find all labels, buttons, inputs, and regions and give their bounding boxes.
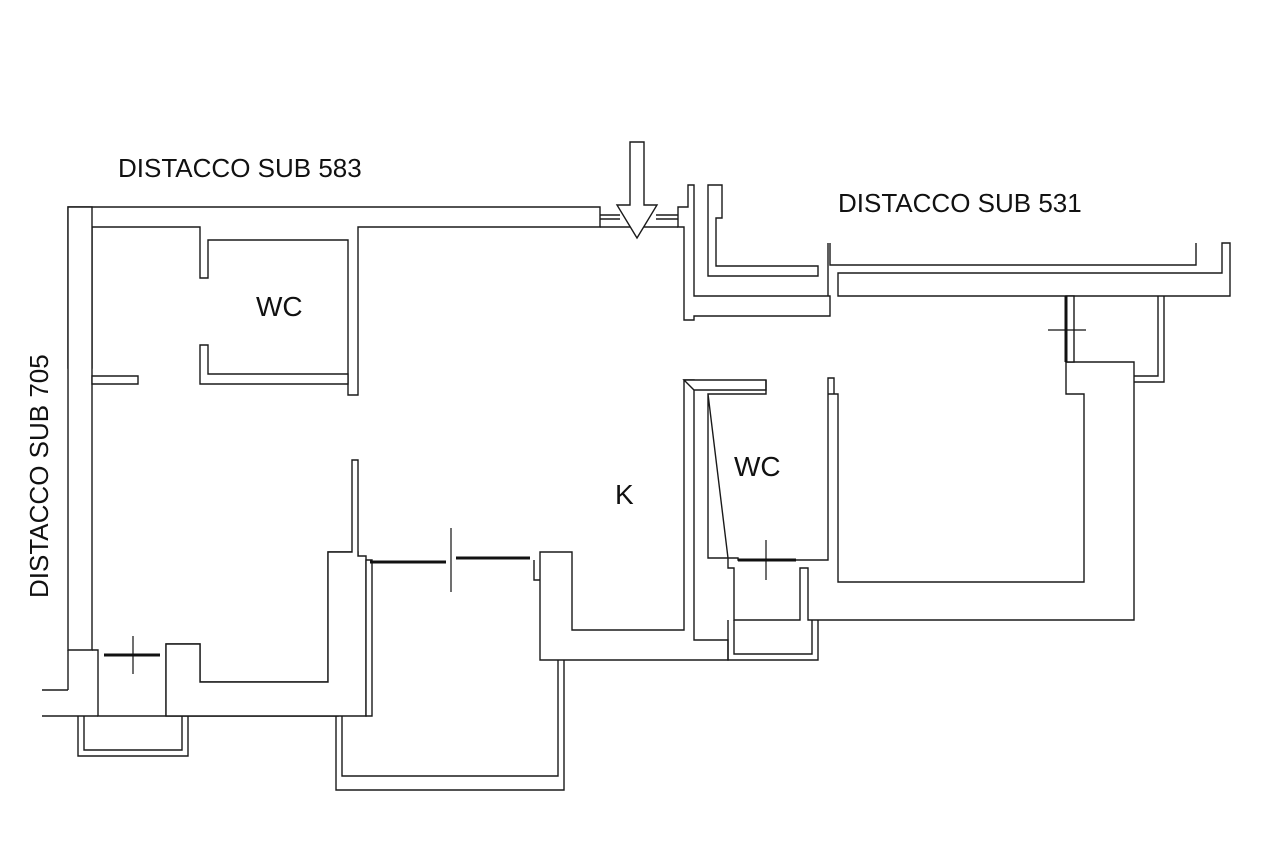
wall-kitchen-bottom <box>539 379 729 661</box>
label-distacco-top-left: DISTACCO SUB 583 <box>118 153 362 183</box>
outer-walls <box>42 184 1231 717</box>
wall-top-left <box>67 206 601 396</box>
wc-middle-walls <box>707 361 1135 621</box>
wall-central-inner <box>533 560 540 581</box>
label-distacco-left: DISTACCO SUB 705 <box>24 354 54 598</box>
wall-bottom-run <box>165 459 367 717</box>
wc-middle-balcony <box>727 620 819 661</box>
wc-top-left-wall <box>199 344 349 385</box>
balcony-middle-inner <box>341 660 559 777</box>
right-room-balcony <box>1134 296 1165 383</box>
label-wc-top: WC <box>256 291 303 322</box>
wc-middle-balcony-inner <box>733 620 813 655</box>
balcony-left-inner <box>83 716 183 751</box>
openings <box>104 214 1086 674</box>
central-walls <box>365 379 767 717</box>
balcony-left <box>77 716 189 757</box>
wall-kitchen-ledge <box>682 379 767 391</box>
label-kitchen: K <box>615 479 634 510</box>
lower-left-walls <box>77 459 565 791</box>
wall-central-bottom <box>365 559 373 717</box>
label-wc-middle: WC <box>734 451 781 482</box>
balcony-middle <box>335 660 565 791</box>
wall-entrance-right <box>677 184 831 321</box>
wall-right-top <box>837 242 1231 297</box>
wc-middle-room <box>707 361 1135 661</box>
wc-top-room <box>91 344 349 385</box>
wall-right-top-inner <box>829 243 1197 266</box>
wall-stair-niche <box>707 184 819 277</box>
partition-left <box>91 375 139 385</box>
label-distacco-top-right: DISTACCO SUB 531 <box>838 188 1082 218</box>
wall-left <box>67 206 93 651</box>
right-room-balcony-inner <box>1134 296 1159 377</box>
down-arrow-icon <box>615 141 659 240</box>
